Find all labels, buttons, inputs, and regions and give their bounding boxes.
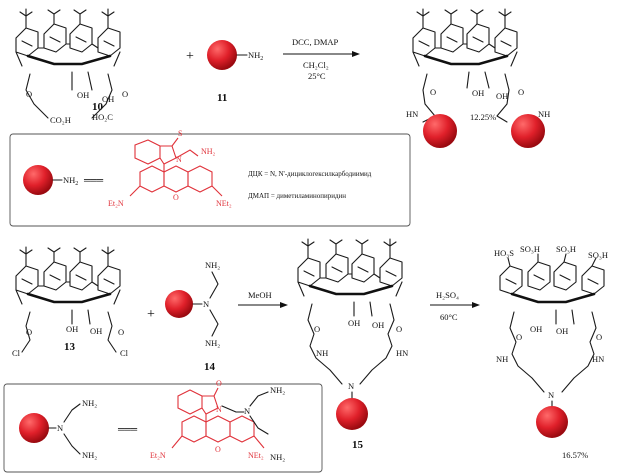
compound-15-structure (296, 237, 404, 385)
so3h-label-3: SO₃H (556, 244, 576, 254)
phenol-oh-left-product: OH (472, 88, 484, 98)
legend2-nh2-top: NH₂ (82, 398, 97, 408)
et2n-label-2: Et₂N (150, 451, 166, 460)
rhodamine-sphere-final (536, 406, 568, 438)
xanthene-o-label-1: O (173, 193, 179, 202)
legend-box-1 (9, 133, 411, 227)
amide-hn-left: HN (406, 109, 418, 119)
legend2-sphere (19, 413, 49, 443)
ether-o-right-product: O (518, 87, 524, 97)
legend1-amine: NH2 (63, 175, 78, 187)
phenol-oh-right-13: OH (90, 326, 102, 336)
sulfonated-product-structure (499, 253, 605, 393)
tren-nh2-top: NH₂ (205, 260, 220, 270)
thio-s-label: S (178, 129, 182, 138)
acyl-cl-left: Cl (12, 348, 21, 358)
rhodamine-lactam-tren-structure (171, 387, 265, 449)
legend-box-2 (3, 383, 323, 473)
rhodamine-thiolactam-structure (129, 137, 223, 197)
so3h-label-2: SO₃H (520, 244, 540, 254)
rhod-nh2-label: NH₂ (201, 147, 216, 156)
legend2-rhod-nh2-bottom: NH₂ (270, 452, 285, 462)
rhodamine-sphere-product-right (511, 114, 545, 148)
compound-14-number: 14 (204, 361, 216, 373)
solvent-meoh: MeOH (248, 290, 272, 300)
reagents-dcc-dmap: DCC, DMAP (292, 37, 339, 47)
ether-o-right-final: O (596, 332, 602, 342)
amide-nh-right: NH (538, 109, 550, 119)
ether-o-right-13: O (118, 327, 124, 337)
rhodamine-sphere-14 (165, 290, 193, 318)
lactam-o-label: O (216, 379, 222, 388)
compound-15-number: 15 (352, 439, 364, 451)
amide-hn-right-final: HN (592, 354, 604, 364)
ether-o-left-final: O (516, 332, 522, 342)
dmap-definition: ДМАП = диметиламинопиридин (248, 192, 346, 200)
phenol-oh-right-final: OH (556, 326, 568, 336)
yield-scheme1: 12.25% (470, 112, 496, 122)
plus-sign-2: + (147, 307, 155, 322)
phenol-oh-right-15: OH (372, 320, 384, 330)
so3h-label-1: HO₃S (494, 248, 514, 258)
ether-o-left: O (26, 89, 32, 99)
phenol-oh-left-15: OH (348, 318, 360, 328)
tren-n-label-legend2: N (244, 406, 250, 416)
amide-nh-left-final: NH (496, 354, 508, 364)
plus-sign-1: + (186, 49, 194, 64)
compound-10-number: 10 (92, 101, 104, 113)
solvent-ch2cl2: CH₂Cl₂ (303, 60, 329, 70)
xanthene-o-label-2: O (215, 445, 221, 454)
tren-nh2-bottom: NH₂ (205, 338, 220, 348)
compound-11-number: 11 (217, 92, 227, 104)
amide-nh-left-15: NH (316, 348, 328, 358)
product-scheme1-structure (411, 7, 519, 123)
amine-label-11: NH2 (248, 50, 263, 62)
compound-13-structure (14, 245, 122, 353)
rhodamine-sphere-11 (207, 40, 237, 70)
acyl-cl-right: Cl (120, 348, 129, 358)
net2-label-1: NEt₂ (216, 199, 232, 208)
ether-o-left-13: O (26, 327, 32, 337)
ether-o-right: O (122, 89, 128, 99)
compound-13-number: 13 (64, 341, 76, 353)
yield-scheme2: 16.57% (562, 450, 588, 460)
legend1-sphere (23, 165, 53, 195)
legend2-equals: ═══ (117, 424, 138, 434)
compound-10-structure (14, 7, 122, 119)
dcc-definition: ДЦК = N, N'-дициклогексилкарбодиимид (248, 170, 372, 178)
rhodamine-sphere-15 (336, 398, 368, 430)
phenol-oh-right-product: OH (496, 91, 508, 101)
temperature-25c: 25°C (308, 71, 326, 81)
tren-n-center: N (203, 299, 209, 309)
carboxyl-right-label: HO₂C (92, 112, 113, 122)
legend2-nh2-bottom: NH₂ (82, 450, 97, 460)
et2n-label-1: Et₂N (108, 199, 124, 208)
reagent-h2so4: H₂SO₄ (436, 290, 459, 300)
temperature-60c: 60°C (440, 312, 458, 322)
macrocycle-n-15: N (348, 381, 354, 391)
phenol-oh-right: OH (102, 94, 114, 104)
lactam-n-label-2: N (216, 405, 222, 414)
legend1-equals: ═══ (83, 175, 104, 185)
rhodamine-sphere-product-left (423, 114, 457, 148)
phenol-oh-left-13: OH (66, 324, 78, 334)
ether-o-left-product: O (430, 87, 436, 97)
amide-hn-right-15: HN (396, 348, 408, 358)
carboxyl-left-label: CO₂H (50, 115, 71, 125)
lactam-n-label: N (176, 155, 182, 164)
macrocycle-n-final: N (548, 390, 554, 400)
net2-label-2: NEt₂ (248, 451, 264, 460)
phenol-oh-left: OH (77, 90, 89, 100)
so3h-label-4: SO₃H (588, 250, 608, 260)
legend2-rhod-nh2-top: NH₂ (270, 385, 285, 395)
phenol-oh-left-final: OH (530, 324, 542, 334)
ether-o-left-15: O (314, 324, 320, 334)
ether-o-right-15: O (396, 324, 402, 334)
legend2-n-center: N (57, 423, 63, 433)
